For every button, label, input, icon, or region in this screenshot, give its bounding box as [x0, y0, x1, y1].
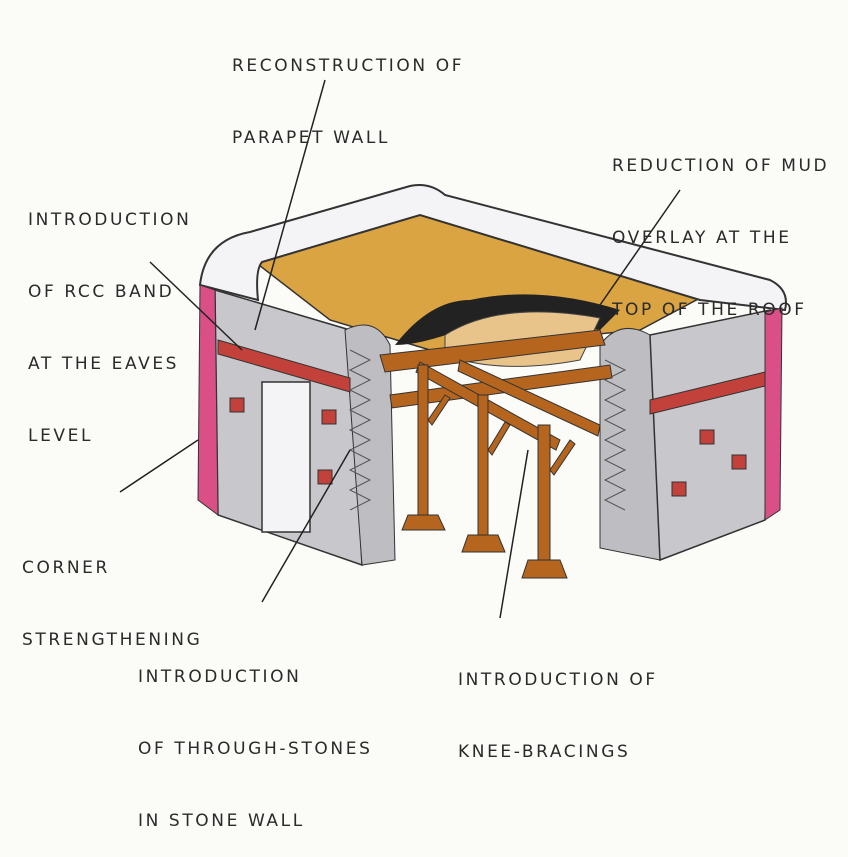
- label-mud-overlay: REDUCTION OF MUD OVERLAY AT THE TOP OF T…: [612, 106, 829, 346]
- building-illustration: [119, 79, 787, 619]
- right-rcc-band: [649, 371, 766, 415]
- label-rcc-band: INTRODUCTION OF RCC BAND AT THE EAVES LE…: [28, 160, 191, 472]
- label-line: OF THROUGH-STONES: [138, 739, 373, 759]
- timber-frame: [379, 329, 613, 579]
- label-line: INTRODUCTION: [138, 667, 302, 687]
- label-line: KNEE-BRACINGS: [458, 742, 631, 762]
- label-line: REDUCTION OF MUD: [612, 156, 830, 176]
- leader-lines: [119, 79, 681, 619]
- label-line: PARAPET WALL: [232, 128, 390, 148]
- label-line: STRENGTHENING: [22, 630, 203, 650]
- label-parapet: RECONSTRUCTION OF PARAPET WALL: [232, 6, 464, 174]
- label-corner: CORNER STRENGTHENING: [22, 508, 202, 676]
- label-line: TOP OF THE ROOF: [612, 300, 807, 320]
- label-line: RECONSTRUCTION OF: [232, 56, 465, 76]
- left-corner: [197, 284, 219, 517]
- label-line: IN STONE WALL: [138, 811, 305, 831]
- label-line: OF RCC BAND: [28, 282, 175, 302]
- label-line: INTRODUCTION OF: [458, 670, 658, 690]
- left-end-wall: [344, 324, 396, 566]
- right-corner: [764, 307, 783, 521]
- door: [261, 381, 311, 533]
- label-line: OVERLAY AT THE: [612, 228, 792, 248]
- left-rcc-band: [217, 339, 351, 393]
- label-line: INTRODUCTION: [28, 210, 192, 230]
- label-line: LEVEL: [28, 426, 94, 446]
- label-knee-bracing: INTRODUCTION OF KNEE-BRACINGS: [458, 620, 658, 788]
- label-line: AT THE EAVES: [28, 354, 180, 374]
- parapet-wall: [198, 184, 787, 312]
- label-line: CORNER: [22, 558, 110, 578]
- label-through-stones: INTRODUCTION OF THROUGH-STONES IN STONE …: [138, 617, 372, 857]
